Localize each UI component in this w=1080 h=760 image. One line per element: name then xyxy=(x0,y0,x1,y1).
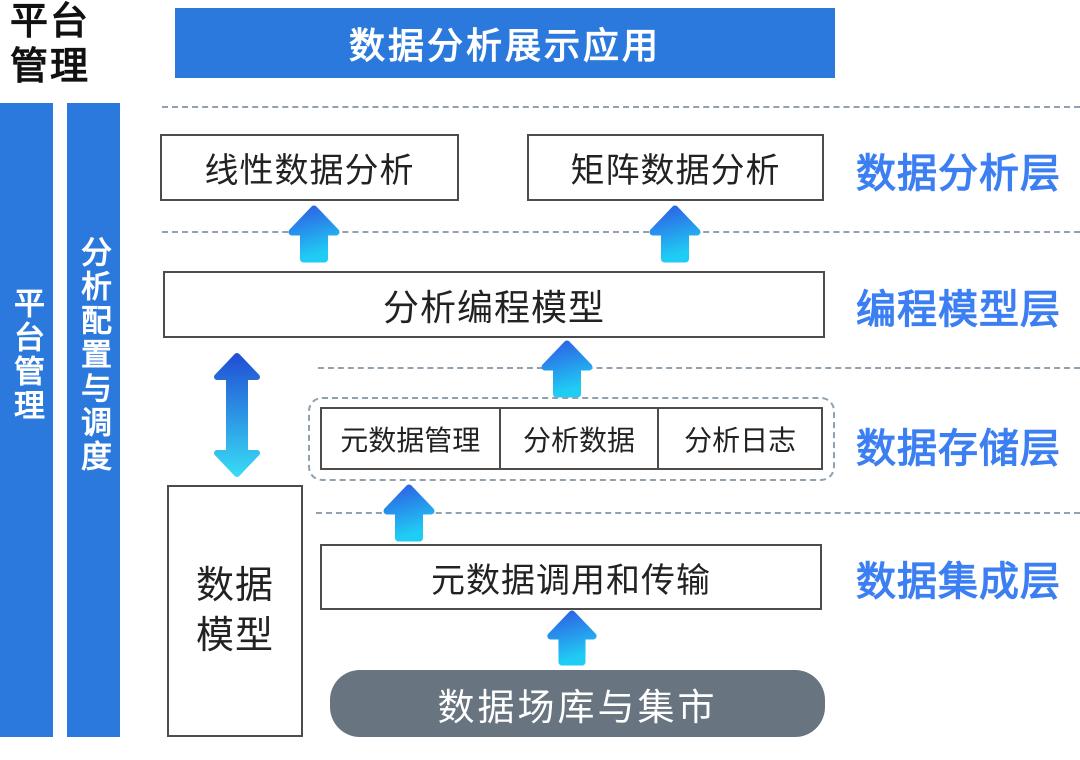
integration-box-label: 元数据调用和传输 xyxy=(431,561,711,600)
analysis-config-bar: 分析配置与调度 xyxy=(67,103,120,737)
layer-divider-programming xyxy=(318,367,1080,369)
layer-divider-analysis xyxy=(162,231,1080,233)
storage-layer-label: 数据存储层 xyxy=(856,427,1061,471)
up-arrow-icon xyxy=(383,484,435,542)
platform-management-bar: 平台管理 xyxy=(0,103,53,737)
storage-cell-analysis-log: 分析日志 xyxy=(657,409,821,468)
source-box: 数据场库与集市 xyxy=(330,670,825,737)
source-box-label: 数据场库与集市 xyxy=(437,686,718,728)
linear-analysis-box: 线性数据分析 xyxy=(160,134,459,201)
analysis-config-bar-label: 分析配置与调度 xyxy=(76,236,111,474)
analysis-layer-label: 数据分析层 xyxy=(856,152,1061,196)
layer-divider-top xyxy=(162,106,1080,108)
matrix-analysis-label: 矩阵数据分析 xyxy=(570,152,781,190)
storage-cell-analysis-data: 分析数据 xyxy=(498,409,658,468)
double-arrow-icon xyxy=(212,350,262,480)
app-banner-title: 数据分析展示应用 xyxy=(348,25,661,66)
programming-model-label: 分析编程模型 xyxy=(382,286,605,328)
layer-divider-storage xyxy=(316,512,1080,514)
storage-dashed-container xyxy=(308,397,835,481)
up-arrow-icon xyxy=(649,205,701,263)
integration-box: 元数据调用和传输 xyxy=(320,544,822,610)
platform-management-bar-label: 平台管理 xyxy=(9,287,44,423)
storage-box: 元数据管理 分析数据 分析日志 xyxy=(320,407,823,470)
storage-cell-metadata: 元数据管理 xyxy=(340,424,481,456)
up-arrow-icon xyxy=(541,340,593,398)
programming-model-box: 分析编程模型 xyxy=(163,271,825,338)
app-banner: 数据分析展示应用 xyxy=(175,8,835,78)
programming-layer-label: 编程模型层 xyxy=(856,288,1061,332)
integration-layer-label: 数据集成层 xyxy=(856,560,1061,604)
data-model-box: 数据 模型 xyxy=(167,485,303,737)
up-arrow-icon xyxy=(288,205,340,263)
linear-analysis-label: 线性数据分析 xyxy=(204,152,415,190)
matrix-analysis-box: 矩阵数据分析 xyxy=(527,134,824,201)
corner-label: 平台 管理 xyxy=(10,1,91,88)
up-arrow-icon xyxy=(546,610,598,666)
